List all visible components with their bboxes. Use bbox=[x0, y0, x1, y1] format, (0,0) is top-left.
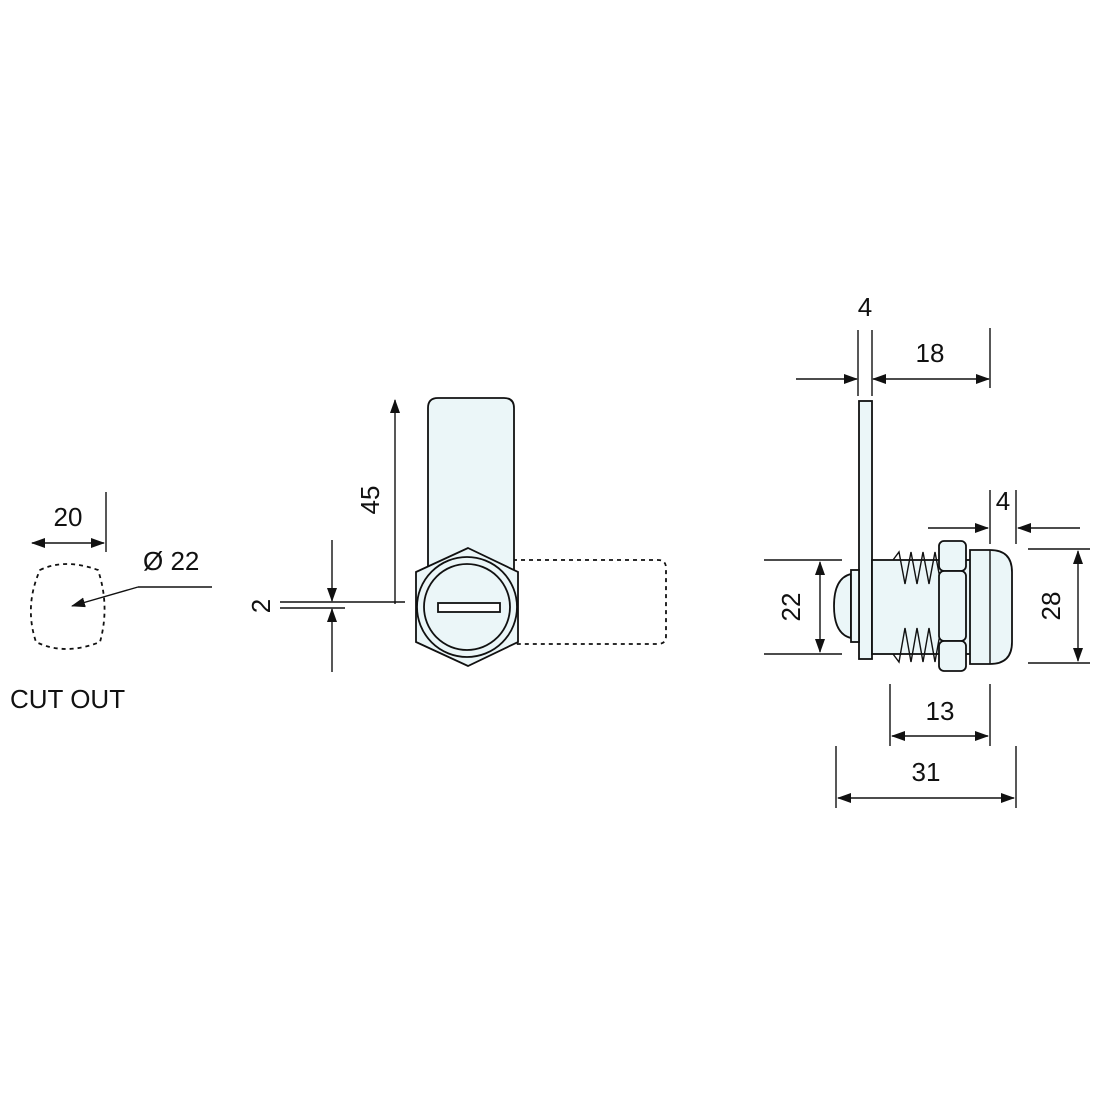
cut-out-width-label: 20 bbox=[54, 502, 83, 532]
side-cam-thickness-label: 4 bbox=[858, 292, 872, 322]
side-nut-bottom bbox=[938, 640, 967, 672]
cam-alternate-position bbox=[505, 559, 667, 645]
side-cam-plate bbox=[858, 400, 873, 660]
side-thread-bottom bbox=[892, 627, 942, 664]
side-key-tip bbox=[833, 572, 852, 640]
side-head bbox=[969, 549, 1013, 665]
cut-out-view: 20 Ø 22 CUT OUT bbox=[10, 492, 212, 714]
front-view: 45 2 bbox=[246, 397, 667, 672]
side-thread-top bbox=[892, 550, 942, 585]
side-view: 4 18 4 22 28 13 31 bbox=[764, 292, 1090, 808]
side-nut-thickness-label: 4 bbox=[996, 486, 1010, 516]
side-nut-middle bbox=[938, 570, 967, 642]
side-nut-top bbox=[938, 540, 967, 572]
keyway-slot bbox=[437, 602, 501, 613]
cam-thickness-label: 2 bbox=[246, 599, 276, 613]
cam-plate bbox=[427, 397, 515, 599]
cut-out-outline bbox=[29, 563, 106, 650]
side-body-length-label: 18 bbox=[916, 338, 945, 368]
side-head-dia-label: 28 bbox=[1036, 592, 1066, 621]
cam-length-label: 45 bbox=[355, 486, 385, 515]
side-key-collar bbox=[850, 569, 860, 643]
side-thread-length-label: 13 bbox=[926, 696, 955, 726]
side-thread-dia-label: 22 bbox=[776, 593, 806, 622]
cut-out-diameter-arrow bbox=[71, 586, 139, 608]
cut-out-diameter-label: Ø 22 bbox=[143, 546, 199, 576]
cut-out-title: CUT OUT bbox=[10, 684, 125, 714]
side-overall-length-label: 31 bbox=[912, 757, 941, 787]
